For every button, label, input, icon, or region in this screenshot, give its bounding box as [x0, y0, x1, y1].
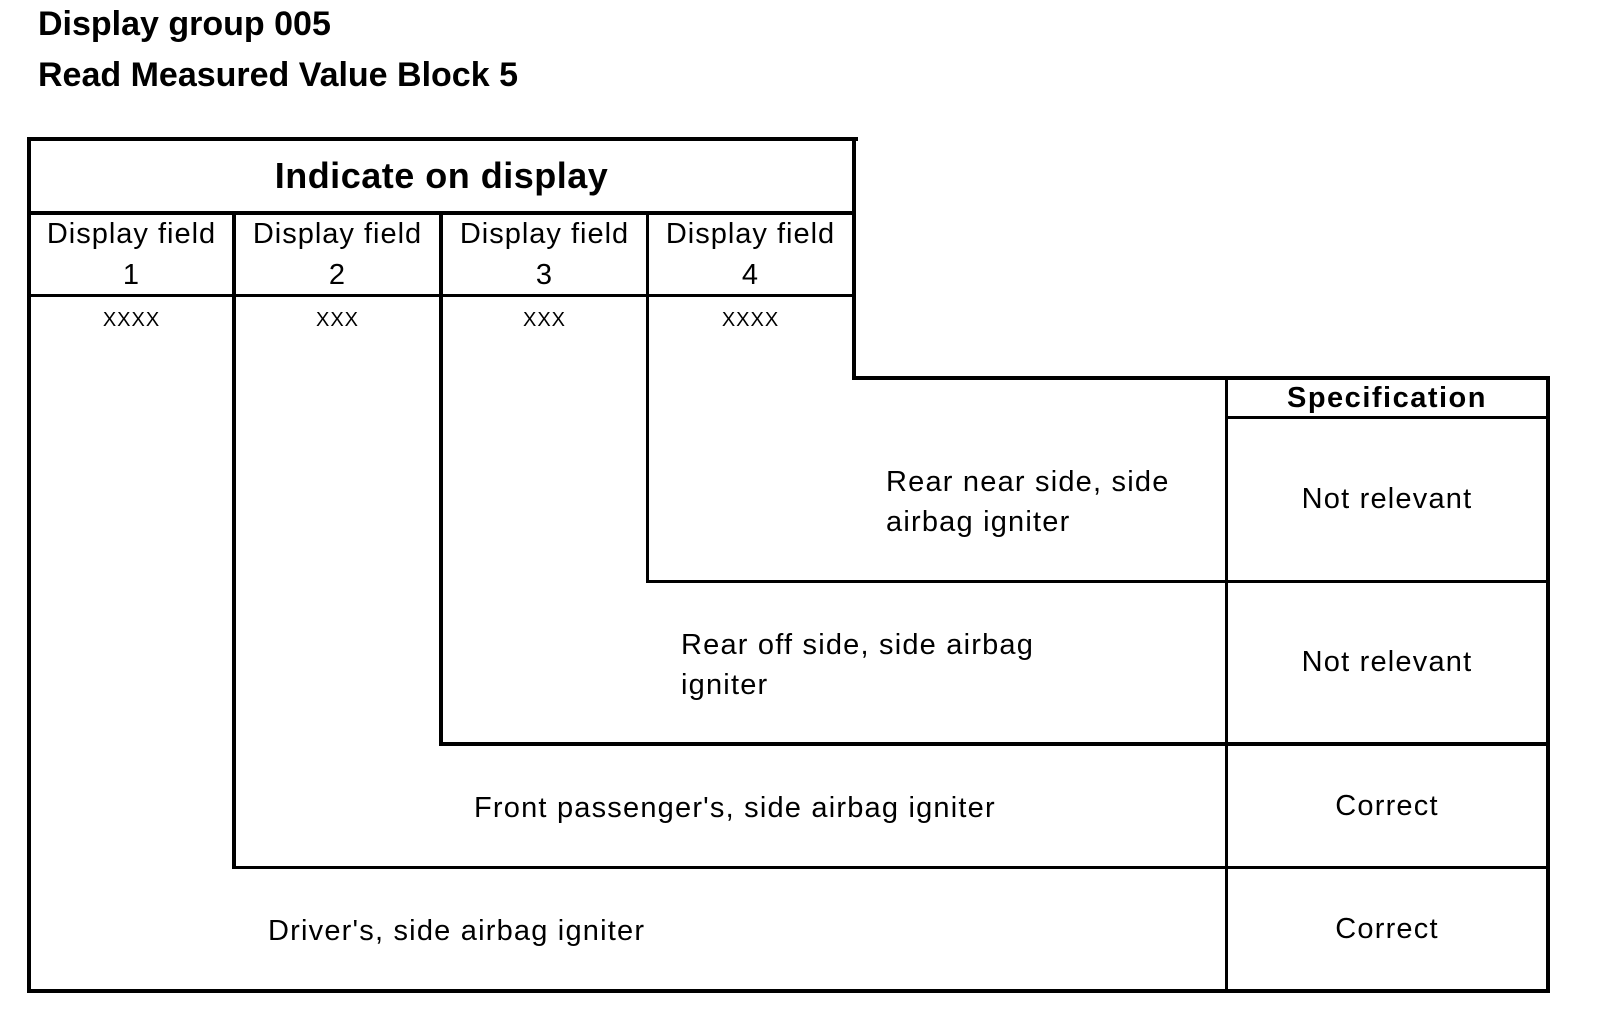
display-field-2-value: XXX: [315, 308, 360, 331]
display-field-4-label-text: Display field: [665, 217, 836, 250]
display-field-3-label: Display field 3: [443, 215, 646, 294]
indicate-on-display-heading: Indicate on display: [274, 155, 609, 196]
row-rear-off-side-desc-line1: Rear off side, side airbag: [681, 629, 1035, 661]
row-rear-off-side-desc-line2: igniter: [681, 669, 769, 701]
display-group-title: Display group 005: [38, 5, 331, 43]
row-rear-near-side-desc-line1: Rear near side, side: [886, 466, 1170, 498]
display-field-1-number: 1: [122, 258, 141, 291]
display-field-2-label-text: Display field: [252, 217, 423, 250]
row-driver-spec: Correct: [1335, 912, 1439, 945]
row-rear-near-side-desc-line2: airbag igniter: [886, 506, 1071, 538]
display-field-3-label-text: Display field: [459, 217, 630, 250]
row-rear-off-side-description: Rear off side, side airbag igniter: [681, 625, 1101, 705]
display-field-3-value: XXX: [522, 308, 567, 331]
display-field-4-value: XXXX: [721, 308, 780, 331]
row-rear-near-side-description: Rear near side, side airbag igniter: [886, 462, 1216, 542]
display-field-1-label: Display field 1: [31, 215, 232, 294]
display-field-4-number: 4: [741, 258, 760, 291]
block-title: Read Measured Value Block 5: [38, 56, 518, 94]
display-field-1-label-text: Display field: [46, 217, 217, 250]
row-front-passenger-spec: Correct: [1335, 789, 1439, 822]
row-driver-description: Driver's, side airbag igniter: [268, 915, 646, 947]
row-rear-near-side-spec: Not relevant: [1301, 483, 1473, 515]
display-field-4-label: Display field 4: [649, 215, 852, 294]
display-field-1-value: XXXX: [102, 308, 161, 331]
display-field-2-number: 2: [328, 258, 347, 291]
specification-heading: Specification: [1287, 381, 1487, 414]
display-field-2-label: Display field 2: [236, 215, 439, 294]
row-front-passenger-description: Front passenger's, side airbag igniter: [474, 792, 996, 824]
display-field-3-number: 3: [535, 258, 554, 291]
row-rear-off-side-spec: Not relevant: [1301, 646, 1473, 678]
